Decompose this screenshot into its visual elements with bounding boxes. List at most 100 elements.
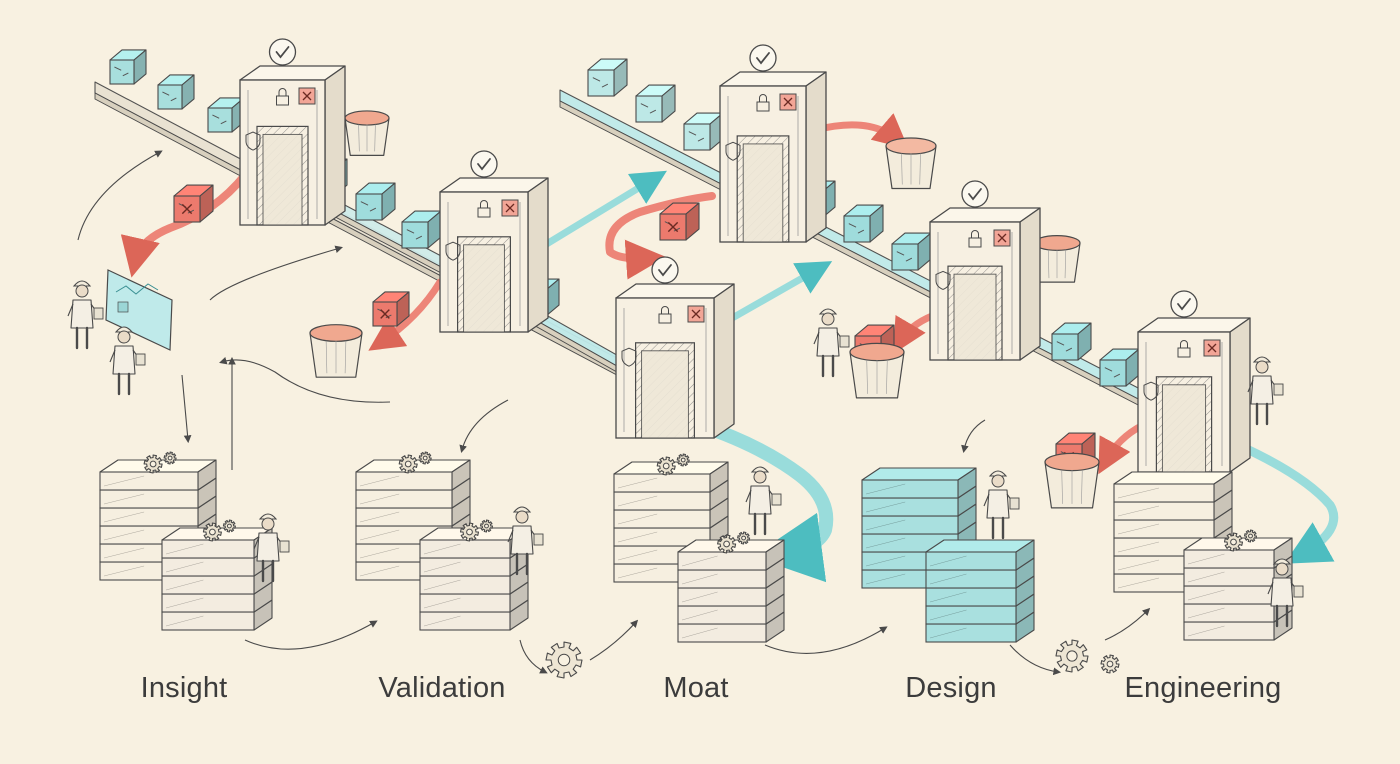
stage-label-validation: Validation (378, 672, 506, 704)
rejected-flow (892, 312, 936, 355)
inspection-gate (439, 150, 549, 333)
package-box (587, 58, 628, 97)
reject-bin (1044, 452, 1100, 509)
worker-figure (983, 470, 1020, 540)
gear-icon (717, 534, 737, 554)
rejected-box (372, 291, 410, 327)
analytics-dashboard (105, 269, 173, 351)
rejected-flow (1098, 421, 1147, 475)
shield-icon (725, 141, 741, 161)
worker-figure (253, 513, 290, 583)
lock-icon (1177, 347, 1191, 358)
gear-icon (545, 641, 583, 679)
reject-bin (1033, 235, 1081, 283)
lock-icon (276, 95, 289, 106)
shield-icon (935, 270, 951, 290)
inspection-gate (239, 38, 346, 226)
rejected-flow (120, 171, 249, 278)
flow-arrow (244, 620, 378, 650)
gear-icon (222, 519, 236, 533)
gear-icon (163, 451, 177, 465)
gear-icon (656, 456, 676, 476)
stage-label-insight: Insight (140, 672, 228, 704)
x-mark-icon (667, 221, 679, 233)
lock-icon (658, 313, 672, 324)
checkmark-icon (1170, 290, 1198, 318)
reject-bin (309, 324, 363, 378)
rejected-box (659, 202, 700, 241)
checkmark-icon (470, 150, 498, 178)
x-mark-icon (380, 309, 390, 319)
document-stack-insight (99, 451, 217, 581)
worker-figure (507, 506, 544, 576)
rejected-flow (605, 192, 716, 280)
checkmark-icon (961, 180, 989, 208)
inspection-gate (929, 180, 1041, 361)
document-stack-design (925, 539, 1035, 643)
flow-arrow (77, 150, 163, 241)
accepted-flow (536, 170, 667, 252)
checkmark-icon (651, 256, 679, 284)
package-box (683, 112, 724, 151)
lock-icon (477, 207, 491, 218)
rejected-flow (368, 278, 444, 351)
flow-arrow (1104, 607, 1151, 641)
package-box (207, 97, 245, 133)
rejected-box (173, 184, 214, 223)
gear-icon (1100, 654, 1120, 674)
reject-bin (885, 137, 937, 190)
rejected-flow (811, 113, 909, 150)
gear-icon (202, 522, 222, 542)
package-box (355, 182, 396, 221)
document-stack-moat (613, 453, 729, 583)
flow-arrow (459, 399, 509, 453)
gear-icon (459, 522, 480, 542)
shield-icon (1143, 381, 1159, 401)
lock-icon (968, 237, 982, 248)
package-box (157, 74, 195, 110)
accepted-flow (716, 261, 833, 329)
package-box (1099, 348, 1140, 387)
shield-icon (445, 241, 461, 261)
document-stack-design (861, 467, 977, 589)
gear-icon (418, 451, 432, 465)
gear-icon (1223, 532, 1244, 552)
package-box (635, 84, 676, 123)
package-box (843, 204, 884, 243)
worker-figure (1267, 558, 1304, 628)
gear-icon (1055, 639, 1089, 673)
package-box (1051, 322, 1092, 361)
checkmark-icon (268, 38, 297, 66)
gear-icon (676, 453, 690, 467)
inspection-gate (615, 256, 735, 439)
gear-icon (1243, 529, 1258, 543)
gear-icon (143, 454, 163, 474)
document-stack-engineering (1183, 529, 1293, 641)
flow-arrow (1009, 644, 1062, 676)
stage-label-moat: Moat (663, 672, 729, 704)
package-box (109, 49, 147, 85)
accepted-flow (693, 418, 834, 583)
worker-figure (1247, 356, 1284, 426)
gear-icon (479, 519, 494, 533)
stage-label-design: Design (905, 672, 997, 704)
document-stack-insight (161, 519, 273, 631)
checkmark-icon (749, 44, 777, 72)
flow-arrow (764, 626, 888, 654)
inspection-gate (719, 44, 827, 243)
package-box (401, 210, 442, 249)
package-box (891, 232, 932, 271)
worker-figure (745, 466, 782, 536)
flow-arrow (181, 374, 192, 444)
x-mark-icon (181, 203, 193, 215)
worker-figure (67, 280, 104, 350)
document-stack-moat (677, 531, 785, 643)
shield-icon (621, 347, 637, 367)
reject-bin (849, 342, 905, 399)
flow-arrow (589, 619, 639, 661)
flow-arrow (961, 419, 986, 454)
flow-arrow (209, 245, 343, 301)
lock-icon (756, 101, 770, 112)
